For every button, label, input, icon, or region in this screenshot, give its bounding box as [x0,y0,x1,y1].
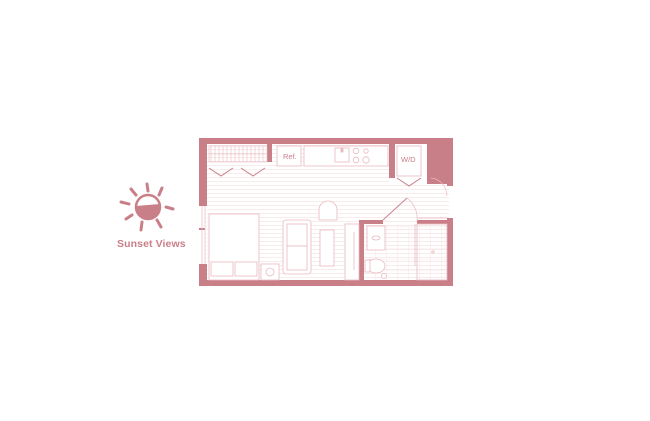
tv-console [344,223,360,281]
chair [318,200,338,221]
floor-plan: Ref. W/D [199,138,455,288]
closet-doors [208,167,266,177]
entry-door-swing [430,177,448,197]
sink [371,235,381,241]
refrigerator [276,145,302,167]
refrigerator-label: Ref. [283,152,297,161]
kitchen-counter [303,145,389,167]
walls [199,138,453,286]
sofa [282,219,312,275]
washer-dryer-label: W/D [401,155,416,164]
sun-icon [117,182,177,234]
bathroom-door [382,197,408,221]
washer-dryer [396,145,422,177]
coffee-table [319,229,335,267]
sunset-views-label: Sunset Views [117,238,186,250]
wd-door [396,177,422,187]
closet [208,145,268,163]
nightstand [260,263,280,281]
shower [416,223,448,281]
bathroom-fixtures [364,223,448,281]
bed [208,213,260,281]
